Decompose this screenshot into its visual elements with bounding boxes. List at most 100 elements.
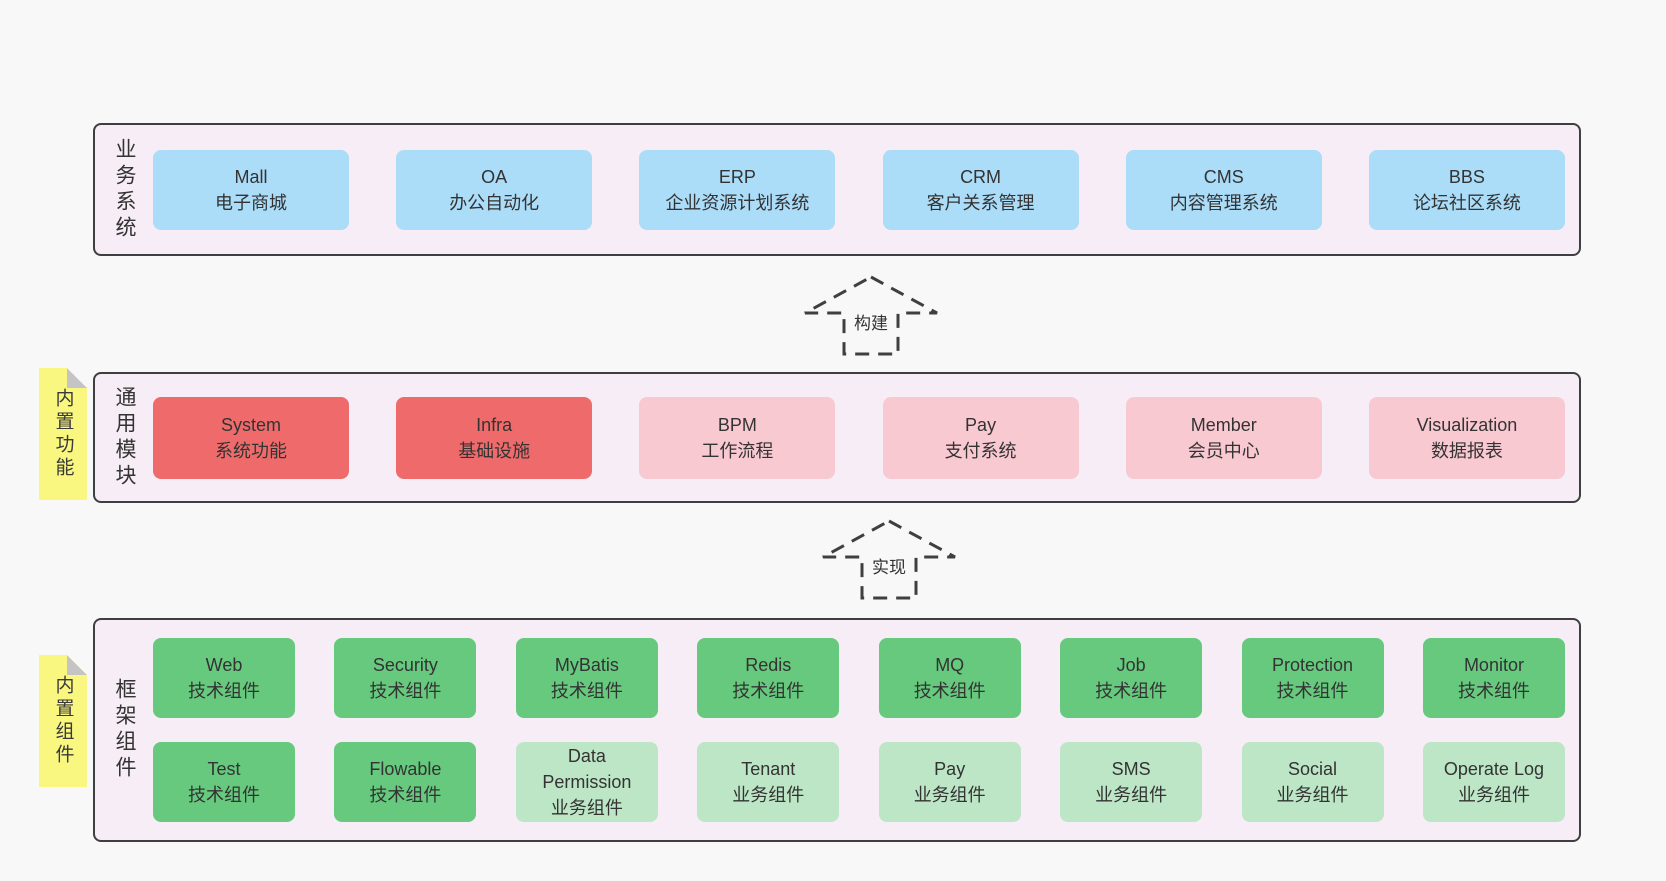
component-box-mall: Mall 电子商城	[153, 149, 349, 230]
component-box-bpm: BPM 工作流程	[639, 396, 836, 479]
box-subtitle: 技术组件	[188, 681, 260, 701]
box-subtitle: 业务组件	[732, 785, 805, 805]
box-title: Test	[207, 759, 241, 779]
box-subtitle: 业务组件	[1276, 785, 1349, 805]
component-box-web: Web 技术组件	[153, 638, 295, 718]
component-box-operate-log: Operate Log 业务组件	[1422, 742, 1565, 822]
sticky-note-builtin-components: 内置组件	[39, 655, 87, 787]
box-title: SMS	[1111, 759, 1151, 779]
box-title: Social	[1288, 759, 1338, 779]
box-row: System 系统功能 Infra 基础设施 BPM 工作流程 Pay 支付系统 Member 会…	[153, 396, 1565, 479]
component-box-oa: OA 办公自动化	[396, 149, 593, 230]
box-title: Pay	[965, 414, 997, 435]
dashed-up-arrow-icon	[804, 275, 938, 356]
box-subtitle: 工作流程	[701, 440, 774, 461]
box-subtitle: 业务组件	[1095, 785, 1168, 805]
box-subtitle: 技术组件	[732, 681, 805, 701]
component-box-tenant: Tenant 业务组件	[697, 742, 840, 822]
component-box-redis: Redis 技术组件	[697, 638, 840, 718]
box-subtitle: 技术组件	[913, 681, 986, 701]
sticky-note-builtin-features-label: 内置功能	[52, 388, 74, 480]
implement-arrow-label: 实现	[869, 557, 909, 578]
component-box-pay: Pay 业务组件	[878, 742, 1021, 822]
box-subtitle: 系统功能	[215, 440, 287, 461]
component-box-bbs: BBS 论坛社区系统	[1368, 149, 1565, 230]
component-box-security: Security 技术组件	[334, 638, 477, 718]
component-box-social: Social 业务组件	[1241, 742, 1384, 822]
box-subtitle: 企业资源计划系统	[665, 192, 810, 213]
common-modules-boxes: System 系统功能 Infra 基础设施 BPM 工作流程 Pay 支付系统 Member 会…	[153, 374, 1579, 501]
component-box-sms: SMS 业务组件	[1060, 742, 1203, 822]
component-box-pay: Pay 支付系统	[882, 396, 1079, 479]
box-title: ERP	[718, 166, 756, 187]
box-title: MyBatis	[554, 655, 619, 675]
box-subtitle: 支付系统	[944, 440, 1017, 461]
box-title: Monitor	[1463, 655, 1524, 675]
box-subtitle: 业务组件	[913, 785, 986, 805]
panel-label-common-modules: 通用模块	[113, 385, 136, 490]
box-subtitle: 技术组件	[369, 681, 442, 701]
box-subtitle: 业务组件	[1457, 785, 1530, 805]
implement-arrow: 实现	[821, 518, 957, 600]
box-title: OA	[481, 166, 508, 187]
box-title: BBS	[1448, 166, 1485, 187]
box-title: Pay	[934, 759, 966, 779]
box-subtitle: 技术组件	[1095, 681, 1168, 701]
box-title: CMS	[1203, 166, 1244, 187]
box-subtitle: 基础设施	[458, 440, 531, 461]
box-subtitle: 技术组件	[1276, 681, 1349, 701]
component-box-mybatis: MyBatis 技术组件	[515, 638, 658, 718]
box-title: Data Permission	[542, 746, 632, 792]
sticky-note-builtin-components-label: 内置组件	[52, 675, 74, 767]
box-title: Mall	[234, 166, 268, 187]
component-box-cms: CMS 内容管理系统	[1125, 149, 1322, 230]
build-arrow: 构建	[803, 274, 939, 356]
box-subtitle: 内容管理系统	[1169, 192, 1278, 213]
component-box-member: Member 会员中心	[1125, 396, 1322, 479]
box-title: BPM	[717, 414, 757, 435]
component-box-system: System 系统功能	[153, 396, 349, 479]
box-title: MQ	[935, 655, 965, 675]
box-subtitle: 技术组件	[1457, 681, 1530, 701]
box-title: Infra	[476, 414, 513, 435]
common-modules-panel: 通用模块 System 系统功能 Infra 基础设施 BPM 工作流程 Pay 支付系统 Me…	[93, 372, 1581, 503]
component-box-monitor: Monitor 技术组件	[1422, 638, 1565, 718]
box-title: Web	[205, 655, 243, 675]
box-subtitle: 论坛社区系统	[1412, 192, 1521, 213]
panel-label-business-systems: 业务系统	[113, 137, 136, 242]
box-subtitle: 办公自动化	[449, 192, 540, 213]
panel-label-framework-components: 框架组件	[113, 678, 136, 782]
box-title: Job	[1116, 655, 1146, 675]
sticky-note-builtin-features: 内置功能	[39, 368, 87, 500]
box-subtitle: 技术组件	[550, 681, 623, 701]
box-title: Redis	[745, 655, 792, 675]
box-title: Operate Log	[1443, 759, 1544, 779]
box-title: Visualization	[1416, 414, 1518, 435]
component-box-infra: Infra 基础设施	[396, 396, 593, 479]
box-title: Tenant	[741, 759, 796, 779]
box-title: System	[220, 414, 281, 435]
box-title: Protection	[1272, 655, 1354, 675]
box-subtitle: 电子商城	[215, 192, 287, 213]
box-subtitle: 技术组件	[369, 785, 442, 805]
box-subtitle: 客户关系管理	[926, 192, 1035, 213]
box-title: Security	[372, 655, 438, 675]
box-title: Member	[1190, 414, 1257, 435]
component-box-erp: ERP 企业资源计划系统	[639, 149, 836, 230]
box-subtitle: 会员中心	[1187, 440, 1260, 461]
build-arrow-label: 构建	[851, 313, 891, 334]
box-subtitle: 技术组件	[188, 785, 260, 805]
component-box-test: Test 技术组件	[153, 742, 295, 822]
dashed-up-arrow-icon	[822, 519, 956, 600]
